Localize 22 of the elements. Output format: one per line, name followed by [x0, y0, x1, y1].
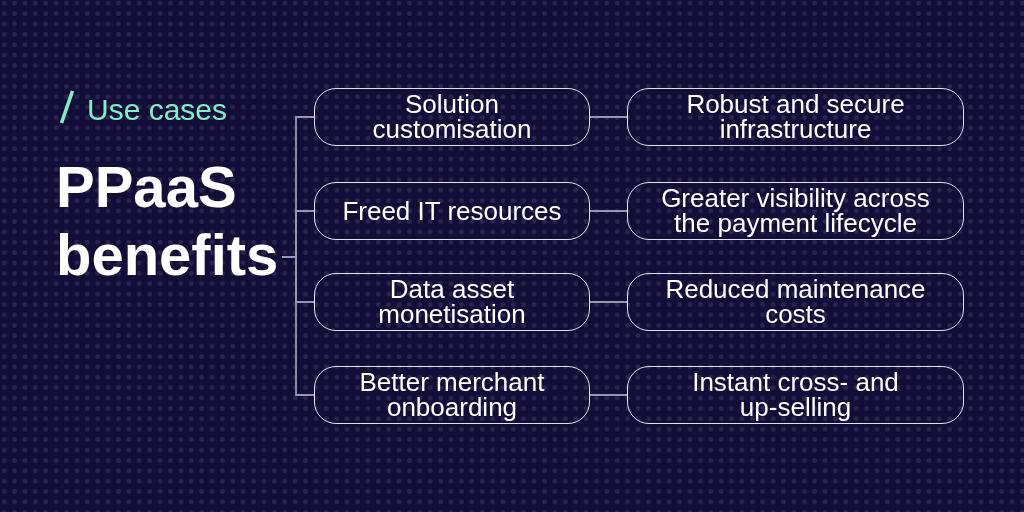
heading: PPaaS benefits: [56, 153, 282, 289]
eyebrow-label: Use cases: [87, 93, 228, 127]
box-label: Instant cross- and up-selling: [691, 370, 900, 420]
box-label: Robust and secure infrastructure: [685, 92, 906, 142]
box-label: Data asset monetisation: [377, 277, 527, 327]
rounded-box: [627, 366, 964, 424]
box-label: Freed IT resources: [342, 198, 562, 224]
connector-line: [589, 394, 628, 396]
box-label: Reduced maintenance costs: [664, 277, 927, 327]
rounded-box: [314, 366, 590, 424]
rounded-box: [314, 273, 590, 331]
rounded-box: [314, 182, 590, 240]
rounded-box: [627, 88, 964, 146]
box-label: Better merchant onboarding: [358, 370, 546, 420]
rounded-box: [627, 273, 964, 331]
rounded-box: [627, 182, 964, 240]
connector-line: [589, 116, 628, 118]
rounded-box: [314, 88, 590, 146]
connector-line: [589, 301, 628, 303]
connector-line: [589, 210, 628, 212]
box-label: Solution customisation: [371, 92, 533, 142]
box-label: Greater visibility across the payment lifecycle: [660, 186, 931, 236]
